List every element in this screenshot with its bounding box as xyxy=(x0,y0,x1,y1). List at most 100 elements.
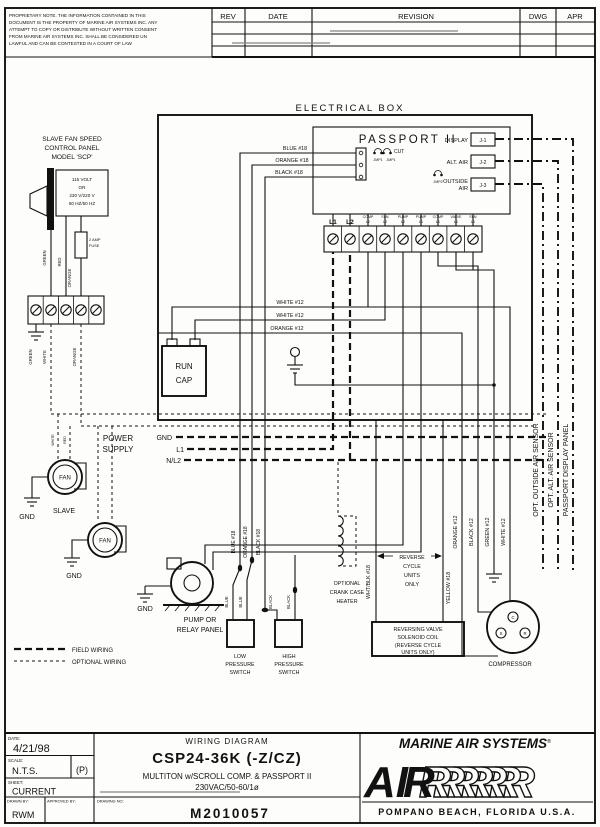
apr-col-header: APR xyxy=(567,12,583,21)
black-vlabel: BLACK xyxy=(268,595,273,609)
knob-icon xyxy=(29,185,48,217)
white12-label: WHITE #12 xyxy=(276,313,303,319)
drawing-frame xyxy=(4,7,596,824)
logo-air-icon: AI xyxy=(363,758,409,807)
drawn-by-label: DRAWN BY: xyxy=(7,799,29,804)
jmp1-jumper-icon xyxy=(381,148,393,155)
scp-box-text: OR xyxy=(79,185,87,190)
run-cap-label: RUN xyxy=(175,362,193,371)
black-vlabel: BLACK xyxy=(286,595,291,609)
rev-cycle-label: REVERSE xyxy=(399,555,425,561)
gnd-label: GND xyxy=(19,514,35,521)
red-vlabel: RED xyxy=(57,257,62,266)
ground-icon xyxy=(136,585,154,603)
compressor-label: COMPRESSOR xyxy=(488,662,532,668)
compressor-r-terminal: R xyxy=(523,631,526,636)
black18-label: BLACK #18 xyxy=(275,170,303,176)
scp-box-text: 115 VOLT xyxy=(72,177,92,182)
rev-col-header: REV xyxy=(220,12,235,21)
title-line4: 230VAC/50-60/1ø xyxy=(195,783,259,792)
ground-icon xyxy=(485,565,503,583)
drawing-no-value: M2010057 xyxy=(190,806,270,821)
ground-icon xyxy=(27,323,45,341)
power-supply-label: POWER xyxy=(103,434,133,443)
black18-vlabel: BLACK #18 xyxy=(256,529,262,555)
ground-icon xyxy=(23,489,41,507)
jmp2-label: JMP2 xyxy=(433,180,442,184)
opt-outside-air-sensor-label: OPT. OUTSIDE AIR SENSOR xyxy=(533,423,540,516)
green-vlabel: GREEN xyxy=(28,349,33,364)
pressure-switches: LOW PRESSURE SWITCH HIGH PRESSURE SWITCH xyxy=(225,619,304,676)
scp-panel: SLAVE FAN SPEED CONTROL PANEL MODEL 'SCP… xyxy=(27,136,109,446)
crank-heater-label: OPTIONAL xyxy=(334,581,361,587)
scp-title3: MODEL 'SCP' xyxy=(51,154,92,161)
pump: GND PUMP OR RELAY PANEL xyxy=(136,557,224,634)
jmp1-label: JMP1 xyxy=(386,158,395,162)
passport-connector xyxy=(355,147,367,181)
sensor-labels: OPT. OUTSIDE AIR SENSOR OPT. ALT. AIR SE… xyxy=(533,423,570,516)
wire-labels: BLUE #18 ORANGE #18 BLACK #18 WHITE #12 … xyxy=(270,146,308,332)
electrical-box-label: ELECTRICAL BOX xyxy=(296,103,405,114)
blue-vlabel: BLUE xyxy=(238,596,243,607)
note-line: FROM MARINE AIR SYSTEMS INC. SHALL BE CO… xyxy=(9,34,147,39)
nl2-label: N/L2 xyxy=(166,458,181,465)
reversing-valve-label: UNITS ONLY) xyxy=(401,650,434,656)
legend-field-label: FIELD WIRING xyxy=(72,648,113,654)
display-label: DISPLAY xyxy=(445,138,468,144)
scp-box xyxy=(55,169,109,217)
wiring-lines xyxy=(50,138,574,657)
logo-r-icon: R xyxy=(447,758,479,807)
compressor-s-terminal: S xyxy=(500,631,503,636)
scp-title2: CONTROL PANEL xyxy=(45,145,100,152)
drawn-by-value: RWM xyxy=(12,810,34,820)
scp-terminal-block xyxy=(27,295,105,325)
pump-label: PUMP OR xyxy=(184,617,217,624)
slave-label: SLAVE xyxy=(53,508,75,515)
low-switch-label: LOW xyxy=(234,654,246,660)
revision-col-header: REVISION xyxy=(398,12,434,21)
date-label: DATE: xyxy=(8,736,20,741)
scp-box-text: 230 V/220 V xyxy=(69,193,95,198)
orange18-vlabel: ORANGE #18 xyxy=(243,526,249,558)
logo-r-icon: R xyxy=(503,758,535,807)
dwg-col-header: DWG xyxy=(529,12,547,21)
logo-r-icon: R xyxy=(489,758,521,807)
scale-label: SCALE: xyxy=(8,758,23,763)
white-vlabel: WHITE xyxy=(51,434,55,446)
blue18-vlabel: BLUE #18 xyxy=(231,530,237,553)
note-line: DOCUMENT IS THE PROPERTY OF MARINE AIR S… xyxy=(9,20,157,25)
run-cap: RUN CAP xyxy=(161,338,207,397)
high-switch-label: PRESSURE xyxy=(274,662,304,668)
logo: MARINE AIR SYSTEMS ® AI R R R R R R R R … xyxy=(362,736,593,817)
passport-module: PASSPORT II CUT JMP1 JMP1 JMP2 DISPLAY J… xyxy=(312,126,511,215)
fuse xyxy=(74,231,88,259)
logo-r-icon: R xyxy=(419,758,451,807)
reversing-valve-label: (REVERSE CYCLE xyxy=(395,643,442,649)
gnd-label: GND xyxy=(156,435,172,442)
power-supply-label2: SUPPLY xyxy=(103,445,135,454)
scale-value: N.T.S. xyxy=(12,766,38,777)
green-vlabel: GREEN xyxy=(42,250,47,265)
passport-label: PASSPORT II xyxy=(359,134,457,146)
black12-vlabel: BLACK #12 xyxy=(469,518,475,546)
reverse-cycle-note: REVERSE CYCLE UNITS ONLY xyxy=(377,553,442,588)
logo-r-icon: R xyxy=(461,758,493,807)
run-cap-label2: CAP xyxy=(176,376,192,385)
sheet-value: CURRENT xyxy=(12,787,57,797)
low-pressure-switch xyxy=(226,619,255,648)
opt-alt-air-sensor-label: OPT. ALT. AIR SENSOR xyxy=(548,432,555,507)
scp-box-text: 60 HZ/50 HZ xyxy=(69,201,95,206)
note-line: LAWFUL AND CAN BE CONTESTED IN A COURT O… xyxy=(9,41,133,46)
heater-coil-icon xyxy=(337,515,344,567)
legend: FIELD WIRING OPTIONAL WIRING xyxy=(14,647,126,666)
green12-vlabel: GREEN #12 xyxy=(485,517,491,546)
wire-labels-vertical: BLUE #18 ORANGE #18 BLACK #18 BLUE BLUE … xyxy=(224,515,507,609)
logo-r-icon: R xyxy=(475,758,507,807)
compressor: S C R COMPRESSOR xyxy=(485,565,540,668)
date-value: 4/21/98 xyxy=(13,743,50,755)
cut-label: CUT xyxy=(394,149,404,155)
high-switch-label: SWITCH xyxy=(279,670,300,676)
sheet-label: SHEET: xyxy=(8,780,23,785)
